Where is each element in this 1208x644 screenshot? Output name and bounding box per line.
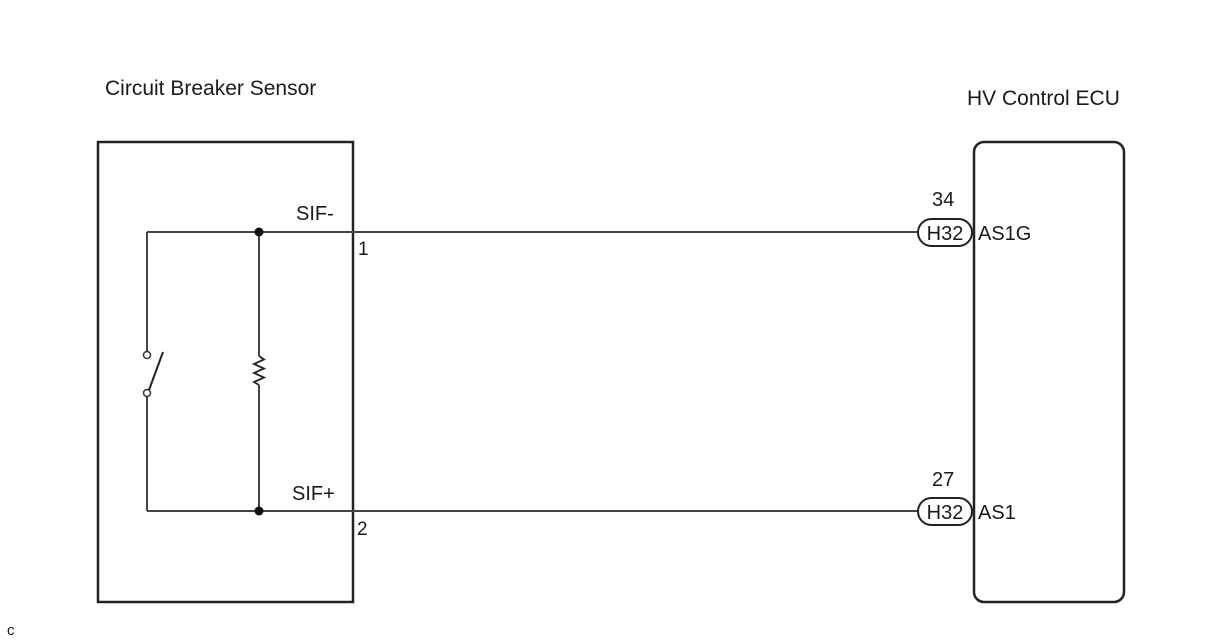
ecu-terminal-as1: AS1 xyxy=(978,502,1016,524)
switch-blade xyxy=(148,351,164,391)
sensor-pin-signal-2: SIF+ xyxy=(292,483,335,505)
sensor-pin-number-1: 1 xyxy=(358,239,369,260)
ecu-box xyxy=(972,140,1126,604)
connector-label-bottom: H32 xyxy=(927,502,964,524)
resistor-symbol xyxy=(251,355,267,386)
connector-h32-top: H32 xyxy=(917,218,973,247)
ecu-pin-number-27: 27 xyxy=(932,469,954,491)
sensor-internal-circuit xyxy=(142,227,353,516)
connector-outline xyxy=(917,218,973,247)
connector-h32-bottom: H32 xyxy=(917,497,973,526)
sensor-pin-number-2: 2 xyxy=(357,519,368,540)
ecu-pin-number-34: 34 xyxy=(932,189,954,211)
ecu-title: HV Control ECU xyxy=(967,87,1120,110)
footer-mark: c xyxy=(7,622,15,639)
switch-contact-top xyxy=(142,350,152,360)
sensor-pin-signal-1: SIF- xyxy=(296,203,334,225)
connector-outline xyxy=(917,497,973,526)
junction-bottom xyxy=(254,506,264,516)
switch-contact-bottom xyxy=(142,388,152,398)
connector-label-top: H32 xyxy=(927,223,964,245)
junction-top xyxy=(254,227,264,237)
ecu-terminal-as1g: AS1G xyxy=(978,223,1031,245)
sensor-box xyxy=(96,140,355,604)
sensor-title: Circuit Breaker Sensor xyxy=(105,77,316,100)
